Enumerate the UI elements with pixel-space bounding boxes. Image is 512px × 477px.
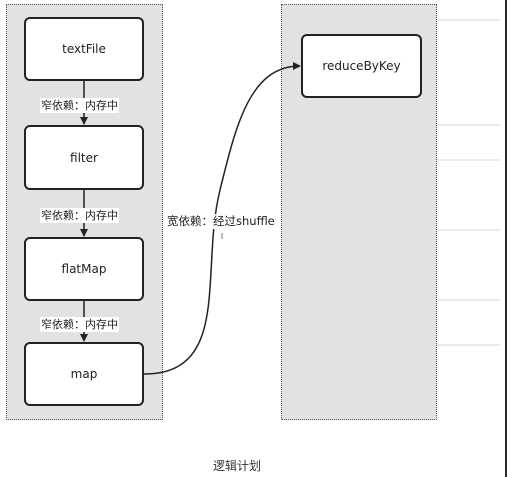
node-filter: filter	[24, 125, 144, 190]
node-flatmap-label: flatMap	[61, 262, 107, 276]
node-reducebykey-label: reduceByKey	[322, 59, 401, 73]
window-edge-divider	[505, 0, 507, 477]
edge-label-narrow-3: 窄依赖：内存中	[40, 317, 119, 332]
diagram-caption: 逻辑计划	[213, 459, 262, 473]
node-reducebykey: reduceByKey	[301, 34, 422, 98]
edge-label-narrow-1: 窄依赖：内存中	[40, 98, 119, 113]
node-map: map	[24, 342, 144, 406]
edge-label-narrow-2: 窄依赖：内存中	[40, 208, 119, 223]
node-textfile-label: textFile	[62, 42, 106, 56]
edge-map-reducebykey	[143, 62, 301, 375]
node-flatmap: flatMap	[24, 237, 144, 301]
node-map-label: map	[70, 367, 98, 381]
node-filter-label: filter	[70, 150, 98, 165]
edge-label-wide: 宽依赖：经过shuffle	[166, 214, 276, 229]
node-textfile: textFile	[24, 17, 144, 81]
